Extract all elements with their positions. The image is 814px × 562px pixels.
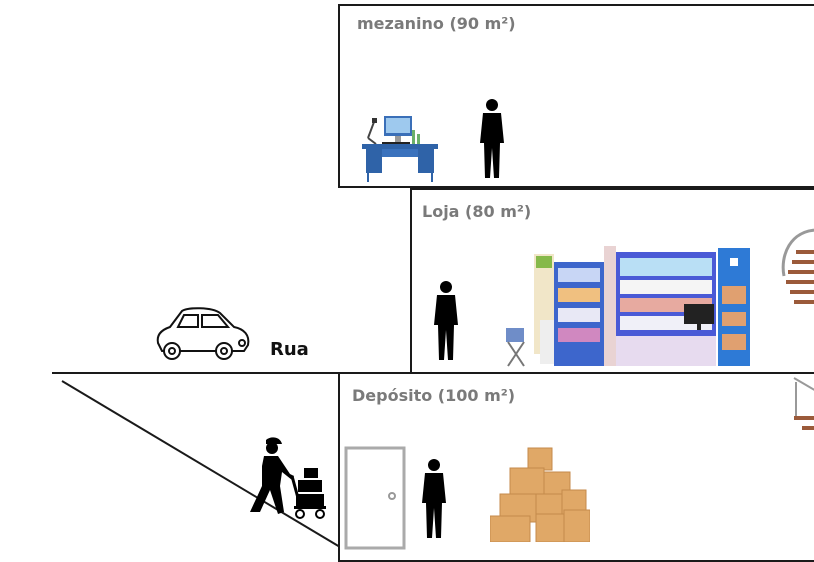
spiral-staircase-icon xyxy=(781,228,814,304)
room-mezanino: mezanino (90 m²) xyxy=(338,4,814,188)
staircase-icon xyxy=(793,377,814,430)
room-label-loja: Loja (80 m²) xyxy=(422,202,532,221)
worker-cart-icon xyxy=(250,437,326,519)
street-label: Rua xyxy=(270,339,309,360)
boxes-icon xyxy=(490,447,590,542)
person-icon xyxy=(434,281,458,360)
person-icon xyxy=(422,459,446,538)
room-label-deposito: Depósito (100 m²) xyxy=(352,386,516,405)
car-icon xyxy=(156,307,250,360)
room-label-mezanino: mezanino (90 m²) xyxy=(357,14,516,33)
desk-icon xyxy=(362,116,438,182)
shop-shelves-icon xyxy=(506,246,750,367)
door-icon xyxy=(344,446,406,550)
person-icon xyxy=(480,99,504,178)
room-loja: Loja (80 m²) xyxy=(410,188,814,374)
room-deposito: Depósito (100 m²) xyxy=(338,372,814,562)
